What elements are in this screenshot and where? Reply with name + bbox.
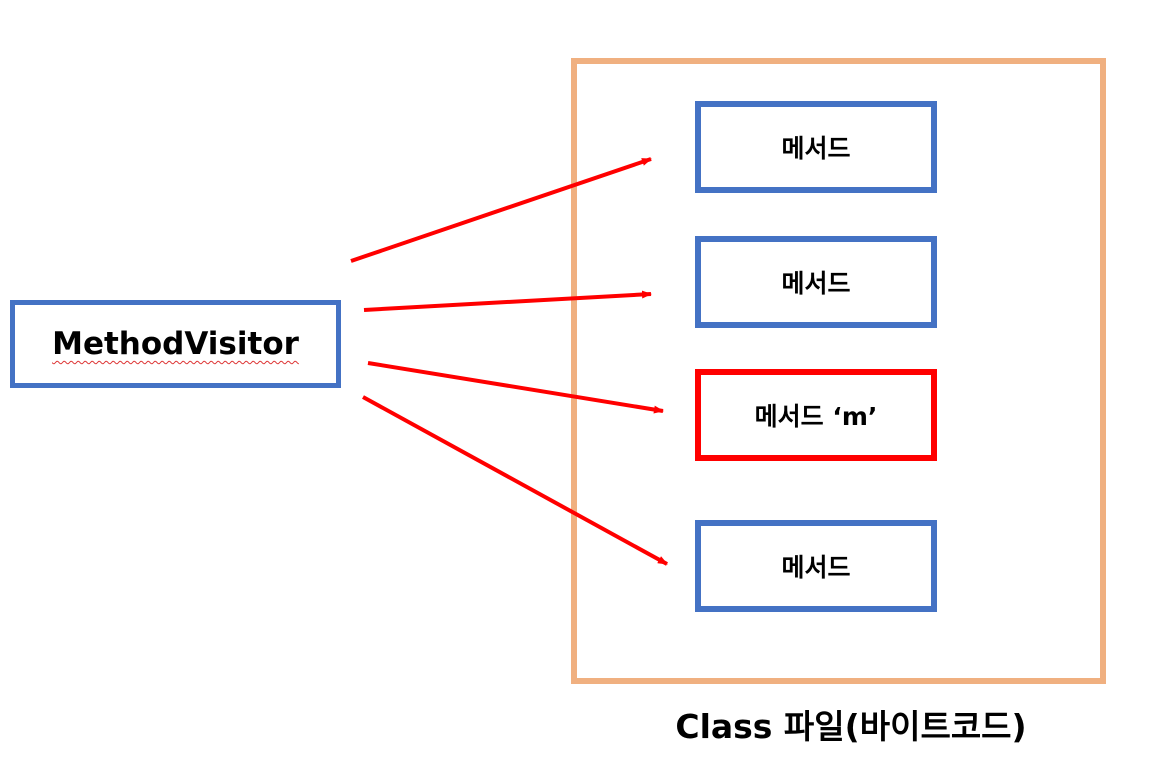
method-box-1: 메서드	[695, 101, 937, 193]
method-visitor-label: MethodVisitor	[52, 326, 299, 362]
arrow-to-method-2	[363, 290, 652, 312]
arrow-to-method-1	[350, 157, 652, 263]
method-label-1: 메서드	[781, 134, 851, 163]
method-label-m: 메서드 ‘m’	[754, 402, 878, 431]
class-file-frame	[571, 58, 1106, 684]
method-visitor-box: MethodVisitor	[10, 300, 341, 388]
method-box-m: 메서드 ‘m’	[695, 369, 937, 461]
method-label-2: 메서드	[781, 269, 851, 298]
method-box-4: 메서드	[695, 520, 937, 612]
class-file-caption: Class 파일(바이트코드)	[675, 707, 1027, 746]
arrow-to-method-m	[367, 361, 664, 414]
arrow-to-method-4	[362, 395, 668, 566]
method-box-2: 메서드	[695, 236, 937, 328]
method-label-4: 메서드	[781, 553, 851, 582]
